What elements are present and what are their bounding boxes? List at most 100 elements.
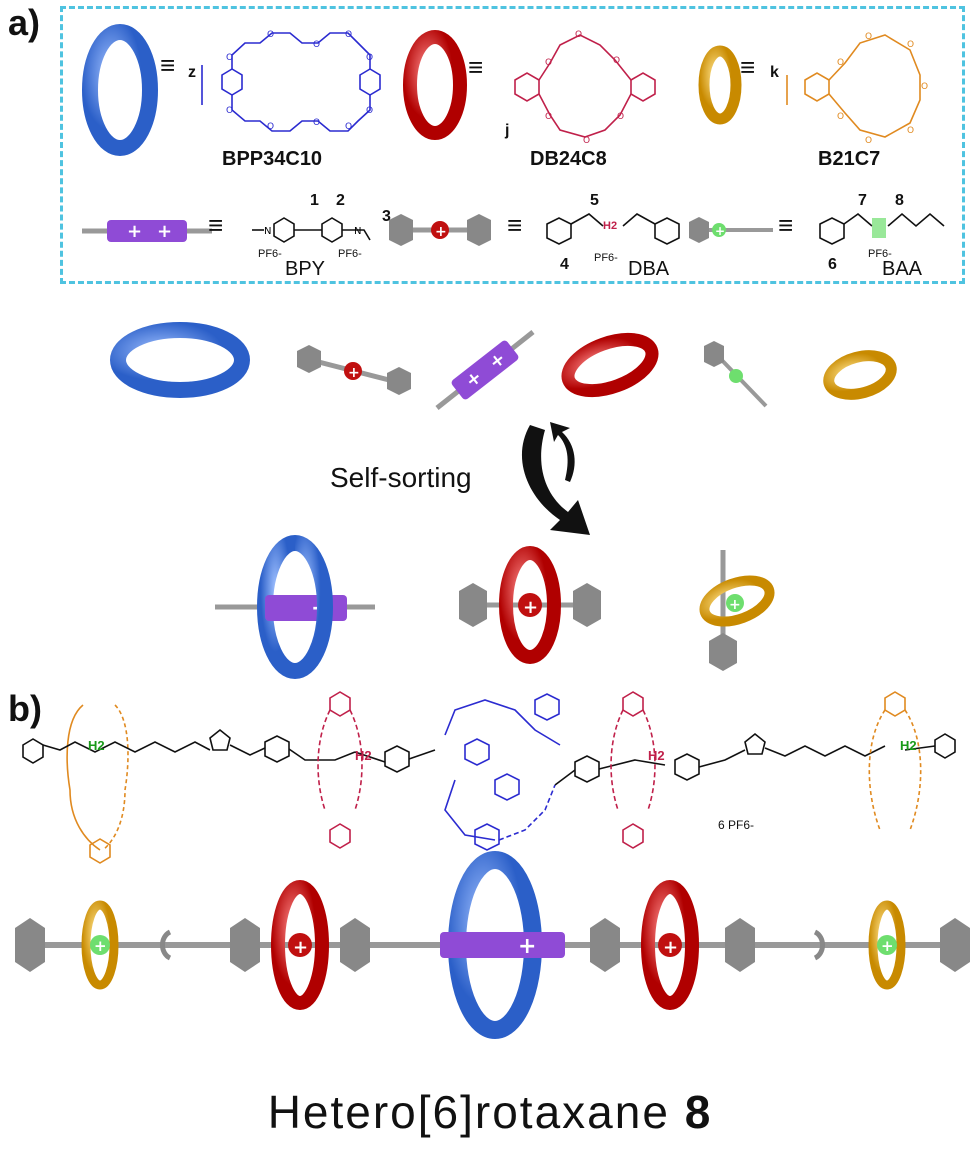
equiv-sign-2: ≡ <box>468 52 483 82</box>
svg-text:O: O <box>313 118 320 128</box>
dba-num-5: 5 <box>590 192 599 209</box>
dba-axle-icon: + <box>389 214 491 246</box>
bpy-component: + + <box>435 330 535 410</box>
b21c7-label: B21C7 <box>818 148 881 170</box>
svg-text:O: O <box>907 40 914 50</box>
red-ring-flat <box>561 332 659 398</box>
bpy-num-1: 1 <box>310 192 319 209</box>
red-nh2-left: H2 <box>355 748 372 763</box>
red-ring-icon <box>403 30 467 140</box>
bpy-pf6-a: PF6- <box>258 248 282 260</box>
figure-title: Hetero[6]rotaxane 8 <box>0 1085 980 1139</box>
unit-j: j <box>505 122 510 139</box>
svg-text:O: O <box>575 30 582 40</box>
svg-text:+: + <box>729 597 741 613</box>
baa-num-8: 8 <box>895 192 904 209</box>
svg-text:+: + <box>157 221 172 242</box>
dba-num-4: 4 <box>560 256 569 273</box>
svg-text:O: O <box>613 56 620 66</box>
unit-k: k <box>770 64 779 81</box>
db24c8-label: DB24C8 <box>530 148 607 170</box>
svg-text:+: + <box>435 224 447 240</box>
svg-text:O: O <box>837 58 844 68</box>
baa-num-6: 6 <box>828 256 837 273</box>
equiv-sign-4: ≡ <box>208 210 223 240</box>
right-nh2: H2 <box>900 738 917 753</box>
title-number: 8 <box>684 1086 713 1138</box>
dba-nh2: H2 <box>603 220 618 232</box>
svg-text:O: O <box>226 53 233 63</box>
bpp34c10-label: BPP34C10 <box>222 148 323 170</box>
svg-text:+: + <box>715 224 725 238</box>
svg-text:O: O <box>545 58 552 68</box>
svg-text:O: O <box>545 112 552 122</box>
svg-text:O: O <box>226 106 233 116</box>
equiv-sign-3: ≡ <box>740 52 755 82</box>
unit-z: z <box>188 64 196 81</box>
blue-ring-flat <box>110 322 250 398</box>
bpy-num-3: 3 <box>382 208 391 225</box>
db24c8-structure: O O O O O O <box>514 30 656 146</box>
svg-text:O: O <box>313 40 320 50</box>
self-sorting-arrow-icon <box>521 422 590 535</box>
red-nh2-right: H2 <box>648 748 665 763</box>
title-text: Hetero[6]rotaxane <box>267 1086 670 1138</box>
bpy-label: BPY <box>285 258 326 280</box>
panel-a-label: a) <box>8 2 41 43</box>
svg-text:O: O <box>907 126 914 136</box>
bpy-rod-icon: + + <box>82 220 212 242</box>
self-sorting-label: Self-sorting <box>330 462 472 493</box>
bpy-pf6-b: PF6- <box>338 248 362 260</box>
svg-text:O: O <box>267 30 274 40</box>
left-nh2: H2 <box>88 738 105 753</box>
svg-text:+: + <box>127 221 142 242</box>
svg-text:O: O <box>921 82 928 92</box>
svg-text:O: O <box>345 30 352 40</box>
baa-num-7: 7 <box>858 192 867 209</box>
svg-text:O: O <box>865 32 872 42</box>
baa-axle-icon: + <box>689 217 773 243</box>
equiv-sign-5: ≡ <box>507 210 522 240</box>
bpp34c10-structure: O O O O O O O O O O <box>201 30 381 132</box>
panel-b-label: b) <box>8 688 42 729</box>
svg-text:+: + <box>518 934 536 959</box>
svg-text:O: O <box>366 106 373 116</box>
baa-pf6: PF6- <box>868 248 892 260</box>
svg-text:O: O <box>865 136 872 146</box>
svg-text:+: + <box>94 937 107 955</box>
dba-label: DBA <box>628 258 670 280</box>
svg-text:+: + <box>523 597 538 618</box>
svg-text:+: + <box>663 937 678 958</box>
baa-structure <box>819 212 945 245</box>
svg-text:+: + <box>348 365 360 381</box>
red-dba-complex: + <box>459 546 601 664</box>
svg-text:O: O <box>617 112 624 122</box>
svg-text:O: O <box>267 122 274 132</box>
dba-component: + <box>297 345 411 395</box>
svg-text:O: O <box>366 53 373 63</box>
rotaxane-cartoon: + + + + + <box>15 851 970 1039</box>
baa-component <box>704 341 768 408</box>
dba-pf6: PF6- <box>594 252 618 264</box>
baa-label: BAA <box>882 258 923 280</box>
gold-ring-flat <box>823 350 897 400</box>
svg-text:N: N <box>264 226 271 237</box>
blue-ring-icon <box>82 24 158 156</box>
bpy-num-2: 2 <box>336 192 345 209</box>
legend-box <box>60 6 965 284</box>
svg-text:O: O <box>583 136 590 146</box>
gold-baa-complex: + <box>699 550 775 671</box>
rotaxane-structure <box>22 691 956 864</box>
svg-text:O: O <box>345 122 352 132</box>
gold-ring-icon <box>698 45 742 125</box>
equiv-sign-6: ≡ <box>778 210 793 240</box>
svg-text:+: + <box>881 937 894 955</box>
blue-bpy-complex: + <box>215 535 375 679</box>
svg-text:N: N <box>354 226 361 237</box>
svg-text:+: + <box>293 937 308 958</box>
counterion-label: 6 PF6- <box>718 818 755 832</box>
equiv-sign: ≡ <box>160 50 175 80</box>
dba-structure <box>546 213 680 245</box>
